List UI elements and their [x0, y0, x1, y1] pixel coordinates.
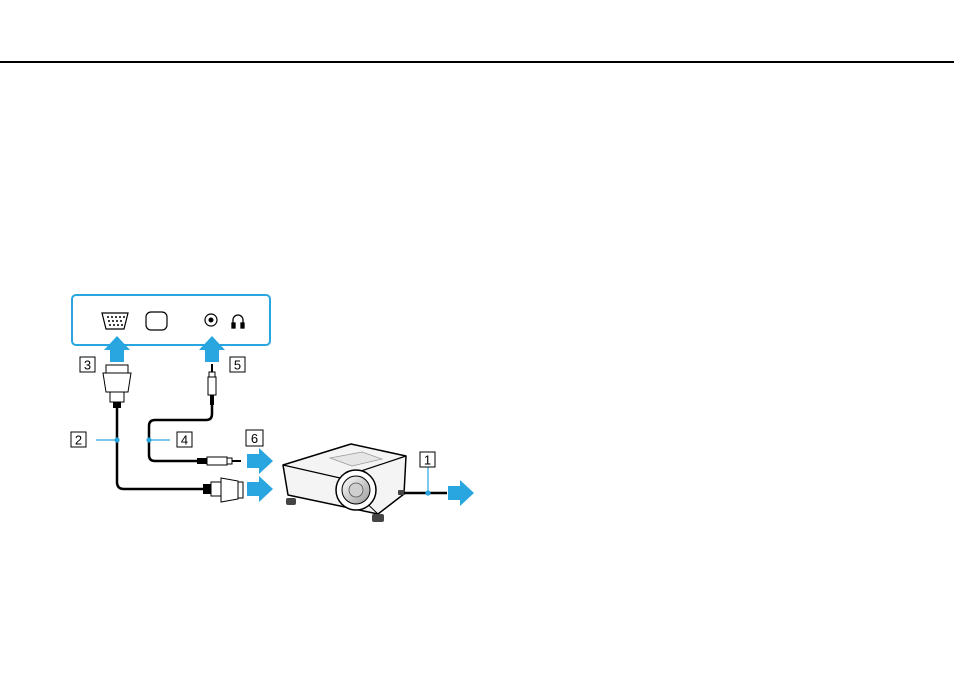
- mic-jack-icon: [205, 314, 217, 326]
- vga-connector-top: [103, 365, 131, 408]
- audio-plug-bottom: [197, 457, 241, 465]
- display-port-icon: [146, 312, 167, 330]
- callout-3: 3: [80, 357, 95, 373]
- callout-6: 6: [246, 430, 263, 446]
- svg-text:4: 4: [181, 433, 188, 448]
- power-right-arrow: [448, 480, 474, 506]
- svg-text:1: 1: [424, 453, 431, 468]
- vga-right-arrow: [247, 476, 273, 502]
- svg-text:6: 6: [251, 431, 258, 446]
- svg-text:2: 2: [75, 433, 82, 448]
- audio-right-arrow: [247, 448, 273, 474]
- projector-icon: [283, 444, 406, 522]
- callout-5: 5: [230, 357, 245, 373]
- svg-text:5: 5: [234, 358, 241, 373]
- callout-2: 2: [71, 432, 86, 448]
- vga-connector-bottom: [203, 478, 243, 502]
- monitor-port-icon: [102, 313, 128, 329]
- computer-port-panel: [72, 295, 270, 345]
- callout-1: 1: [420, 452, 435, 468]
- audio-plug-top: [208, 364, 216, 405]
- callout-4: 4: [177, 432, 192, 448]
- svg-text:3: 3: [84, 358, 91, 373]
